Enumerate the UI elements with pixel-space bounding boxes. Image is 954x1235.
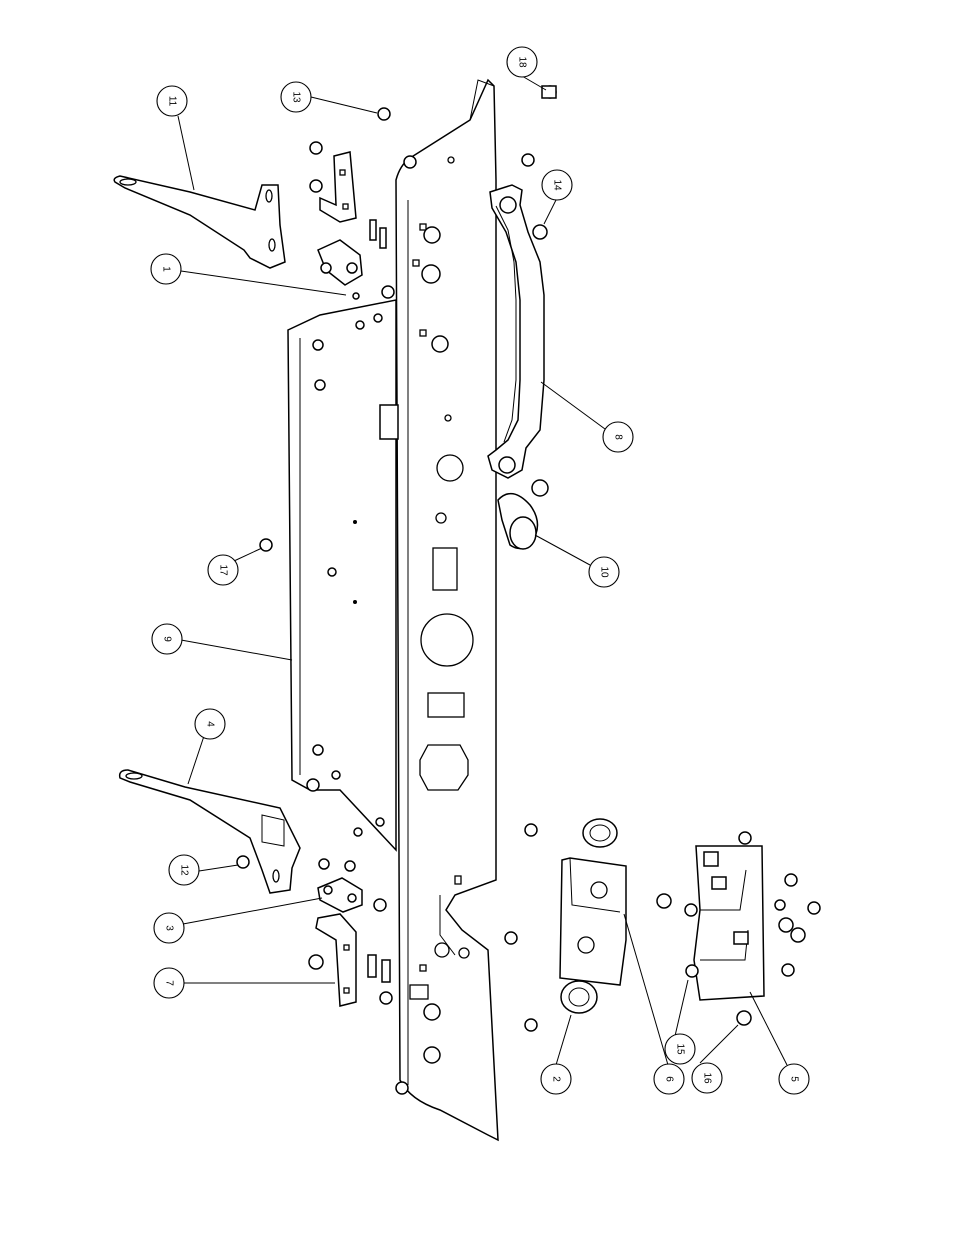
callout-label: 5 xyxy=(789,1076,800,1082)
callout-5[interactable]: 5 xyxy=(779,1064,809,1094)
callout-15[interactable]: 15 xyxy=(665,1034,695,1064)
callout-1[interactable]: 1 xyxy=(151,254,181,284)
callout-14[interactable]: 14 xyxy=(542,170,572,200)
callout-17[interactable]: 17 xyxy=(208,555,238,585)
clip-bracket-bottom xyxy=(309,859,392,1006)
callout-label: 7 xyxy=(164,980,175,986)
conduit-box-6 xyxy=(560,819,626,1013)
callout-7[interactable]: 7 xyxy=(154,968,184,998)
callout-6[interactable]: 6 xyxy=(654,1064,684,1094)
callout-2[interactable]: 2 xyxy=(541,1064,571,1094)
callout-label: 13 xyxy=(291,91,302,103)
callout-10[interactable]: 10 xyxy=(589,557,619,587)
callout-label: 6 xyxy=(664,1076,675,1082)
callout-9[interactable]: 9 xyxy=(152,624,182,654)
callout-3[interactable]: 3 xyxy=(154,913,184,943)
callout-label: 17 xyxy=(218,564,229,576)
callout-label: 2 xyxy=(551,1076,562,1082)
callout-16[interactable]: 16 xyxy=(692,1063,722,1093)
callout-label: 12 xyxy=(179,864,190,876)
callout-4[interactable]: 4 xyxy=(195,709,225,739)
bracket-4 xyxy=(120,770,300,893)
callout-label: 10 xyxy=(599,566,610,578)
callout-label: 3 xyxy=(164,925,175,931)
callout-label: 8 xyxy=(613,434,624,440)
callout-18[interactable]: 18 xyxy=(507,47,537,77)
callout-label: 1 xyxy=(161,266,172,272)
callout-label: 18 xyxy=(517,56,528,68)
callout-label: 14 xyxy=(552,179,563,191)
callout-13[interactable]: 13 xyxy=(281,82,311,112)
callout-label: 11 xyxy=(167,96,178,107)
callout-8[interactable]: 8 xyxy=(603,422,633,452)
callout-label: 15 xyxy=(675,1043,686,1055)
mount-bracket-5 xyxy=(657,832,820,1025)
rear-panel xyxy=(288,300,398,850)
callout-label: 9 xyxy=(162,636,173,642)
grommet-10 xyxy=(498,494,538,549)
bracket-11 xyxy=(114,176,285,268)
callout-12[interactable]: 12 xyxy=(169,855,199,885)
callout-label: 16 xyxy=(702,1072,713,1084)
callout-label: 4 xyxy=(205,721,216,727)
clip-bracket-top xyxy=(310,142,386,299)
callout-11[interactable]: 11 xyxy=(157,86,187,116)
